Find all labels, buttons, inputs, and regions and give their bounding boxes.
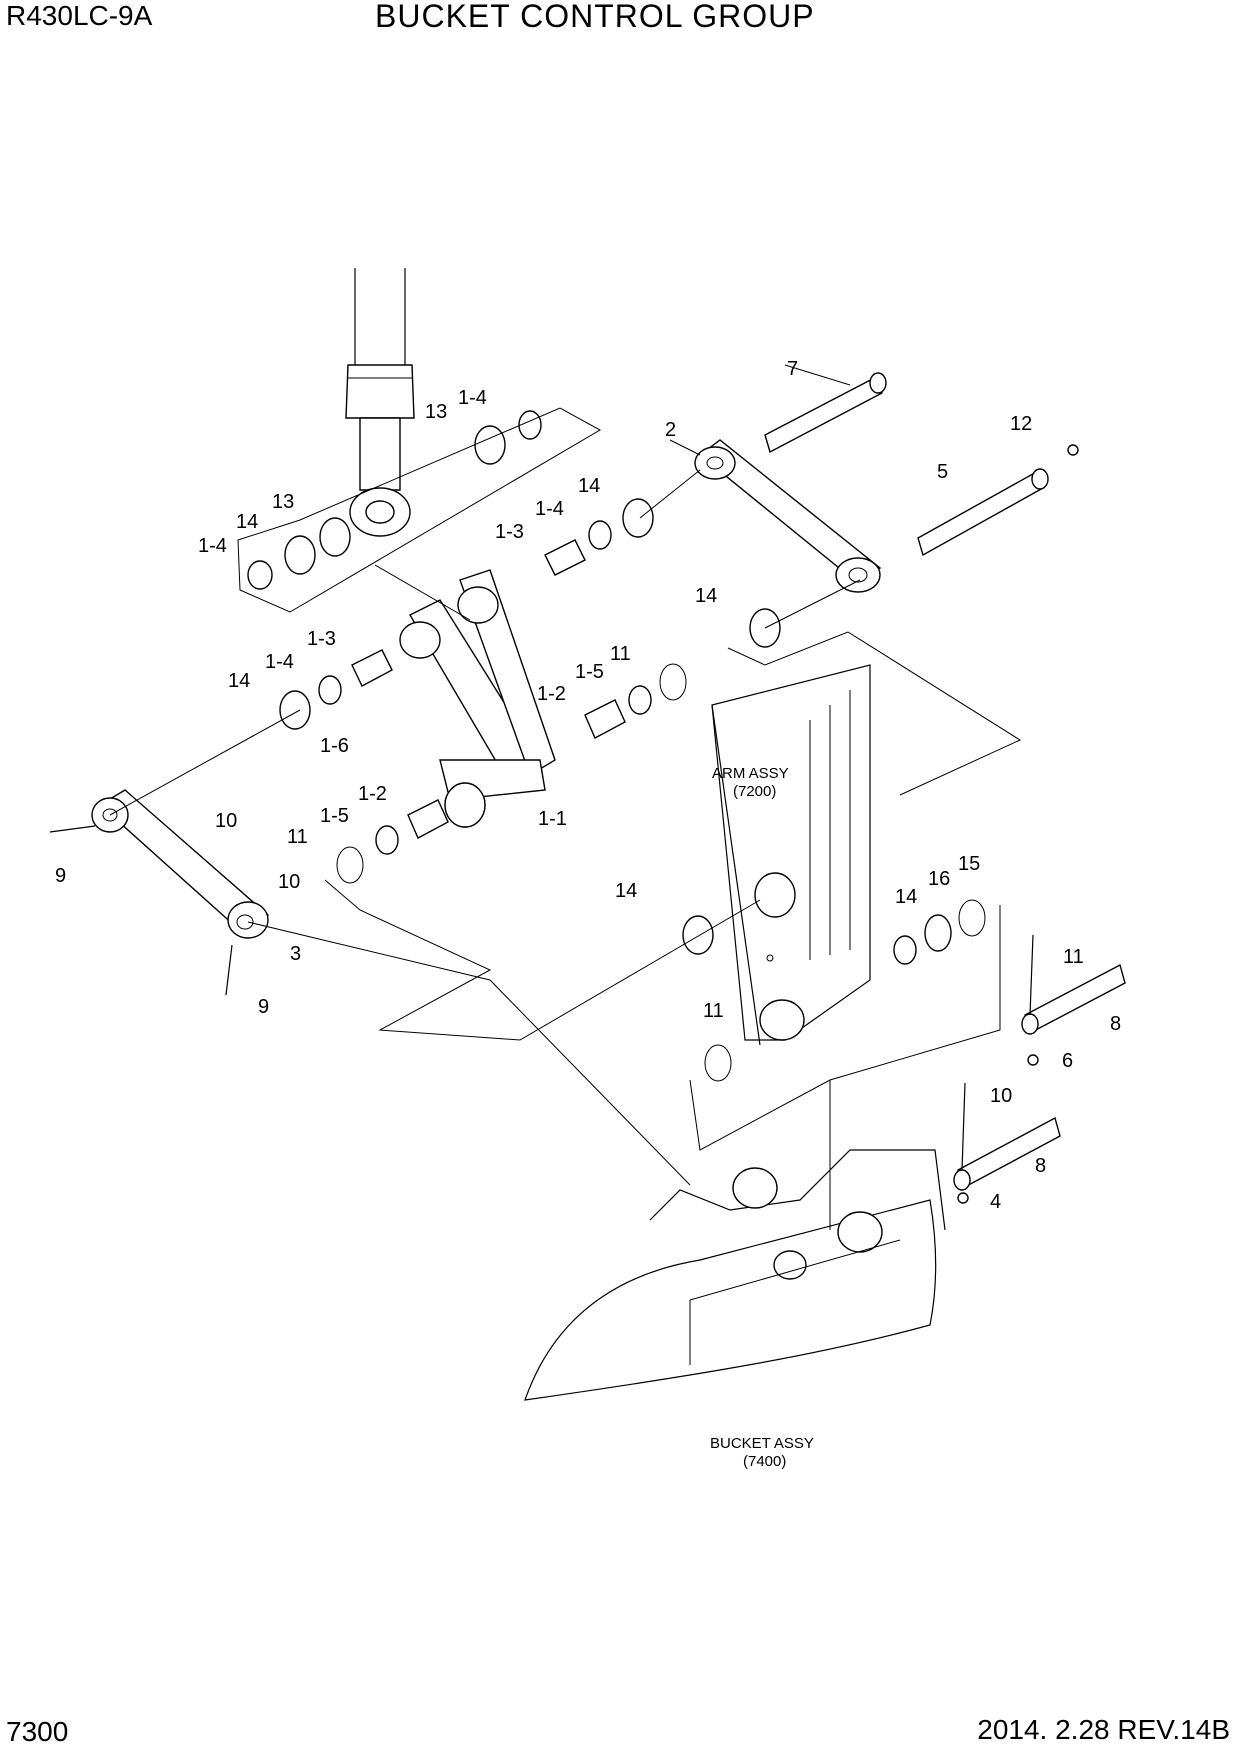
callout-11-d: 11 [703,1000,724,1022]
callout-9-a: 9 [55,865,66,887]
side-link-1-1 [399,569,556,828]
callout-14-c: 14 [695,585,717,607]
callout-11-c: 15 [958,853,980,875]
callout-1-4-c: 1-4 [535,498,564,520]
callout-13-b: 13 [272,491,294,513]
callout-9-b: 9 [258,996,269,1018]
callout-1-6: 1-6 [320,735,349,757]
callout-1-2-b: 1-2 [358,783,387,805]
revision-date: 2014. 2.28 REV.14B [977,1714,1230,1745]
bucket-cylinder [345,268,415,537]
callout-5: 5 [937,461,948,483]
callout-3: 3 [290,943,301,965]
callout-1-5-b: 1-5 [320,805,349,827]
callout-2: 2 [665,419,676,441]
lower-link-3 [49,789,270,996]
callout-11-b: 11 [287,826,308,848]
callout-10-c: 6 [1062,1050,1073,1072]
callout-15: 16 [928,868,950,890]
callout-12: 12 [1010,413,1032,435]
page-number: 7300 [6,1716,69,1747]
pin-4 [953,1082,1061,1204]
callout-1-4-d: 1-4 [265,651,294,673]
callout-10-a: 10 [215,810,237,832]
pin-7 [764,372,887,454]
callout-6: 8 [1110,1013,1121,1035]
callout-1-3-b: 1-3 [307,628,336,650]
page-title: BUCKET CONTROL GROUP [375,0,815,34]
leader-lines [109,364,1022,1230]
callout-13-a: 13 [425,401,447,423]
bucket-assy-name: BUCKET ASSY [710,1435,814,1452]
upper-link-2 [694,439,882,593]
callout-1-5-a: 1-5 [575,661,604,683]
callout-14-d: 14 [228,670,250,692]
callout-1-4-a: 1-4 [458,387,487,409]
pin-5 [917,444,1079,557]
callout-1-4-b: 1-4 [198,535,227,557]
callout-8-b: 10 [990,1085,1012,1107]
arm-assy-name: ARM ASSY [712,765,789,782]
callout-14-e: 14 [615,880,637,902]
arm-assembly [711,664,871,1046]
callout-7: 7 [787,358,798,380]
callout-1-2-a: 1-2 [537,683,566,705]
callout-14-a: 14 [578,475,600,497]
callout-11-a: 11 [610,643,631,665]
callout-labels: 7 12 5 2 14 1-4 13 13 14 1-4 14 1-4 1-3 … [55,358,1121,1213]
arm-assy-ref: (7200) [733,783,776,800]
model-number: R430LC-9A [6,0,153,31]
callout-10-d: 4 [990,1191,1001,1213]
pin-6 [1021,934,1126,1066]
bucket-assembly [524,1149,946,1401]
callout-14-b: 14 [236,511,258,533]
callout-8-a: 11 [1063,946,1084,968]
bushings-washers [247,410,986,1082]
callout-10-b: 10 [278,871,300,893]
callout-1-3-a: 1-3 [495,521,524,543]
bucket-assy-ref: (7400) [743,1453,786,1470]
callout-4: 8 [1035,1155,1046,1177]
callout-1-1: 1-1 [538,808,567,830]
callout-16: 14 [895,886,917,908]
